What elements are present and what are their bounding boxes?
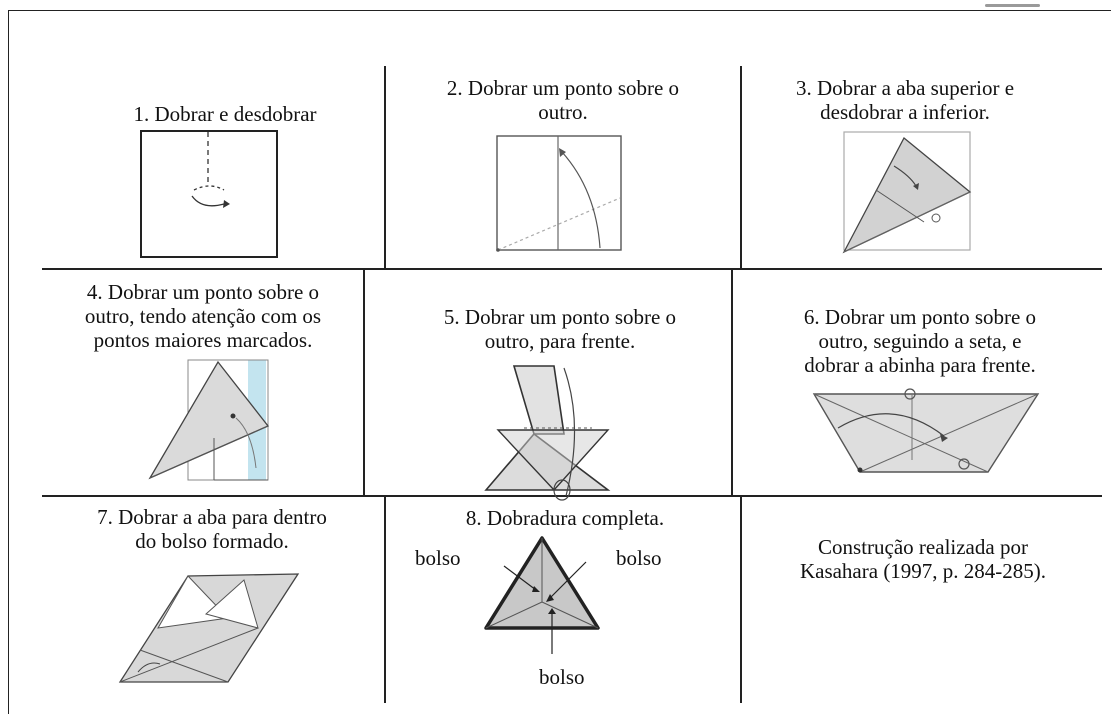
pocket-label-bottom: bolso [539, 665, 585, 689]
step-3-caption-line-1: 3. Dobrar a aba superior e [795, 76, 1015, 100]
step-8-figure [484, 536, 600, 654]
diagram-frame [8, 10, 1111, 714]
step-3-caption-line-2: desdobrar a inferior. [820, 100, 990, 124]
step-5-caption-line-2: outro, para frente. [484, 329, 636, 353]
pocket-label-left: bolso [415, 546, 461, 570]
step-3-figure [842, 131, 972, 254]
step-4-figure [148, 359, 270, 481]
step-1-caption: 1. Dobrar e desdobrar [80, 102, 370, 126]
grid-hline-2 [42, 495, 1102, 497]
step-8-caption-line-1: 8. Dobradura completa. [465, 506, 665, 530]
step-5-figure [484, 365, 611, 501]
grid-vline-3 [363, 270, 365, 496]
step-6-figure [812, 388, 1040, 473]
grid-vline-5 [384, 496, 386, 703]
step-3-caption: 3. Dobrar a aba superior e desdobrar a i… [755, 76, 1055, 124]
step-6-caption-line-2: outro, seguindo a seta, e [818, 329, 1022, 353]
step-2-caption-line-1: 2. Dobrar um ponto sobre o [446, 76, 680, 100]
step-7-caption-line-1: 7. Dobrar a aba para dentro [97, 505, 327, 529]
step-6-caption-line-3: dobrar a abinha para frente. [804, 353, 1036, 377]
step-8-caption: 8. Dobradura completa. [405, 506, 725, 530]
step-4-caption-line-3: pontos maiores marcados. [93, 328, 313, 352]
credit-caption: Construção realizada por Kasahara (1997,… [742, 535, 1104, 583]
grid-vline-1 [384, 66, 386, 270]
step-2-caption: 2. Dobrar um ponto sobre o outro. [408, 76, 718, 124]
step-2-figure [496, 135, 622, 252]
step-4-caption-line-2: outro, tendo atenção com os [84, 304, 322, 328]
step-2-caption-line-2: outro. [538, 100, 588, 124]
step-1-caption-line-1: 1. Dobrar e desdobrar [133, 102, 317, 126]
step-6-caption-line-1: 6. Dobrar um ponto sobre o [803, 305, 1037, 329]
step-4-caption-line-1: 4. Dobrar um ponto sobre o [86, 280, 320, 304]
credit-line-2: Kasahara (1997, p. 284-285). [799, 559, 1047, 583]
step-1-figure [140, 130, 278, 258]
step-7-figure [118, 573, 300, 683]
step-7-caption: 7. Dobrar a aba para dentro do bolso for… [42, 505, 382, 553]
step-5-caption: 5. Dobrar um ponto sobre o outro, para f… [400, 305, 720, 353]
grid-vline-6 [740, 496, 742, 703]
grid-hline-1 [42, 268, 1102, 270]
grid-vline-4 [731, 270, 733, 496]
scan-mark [985, 4, 1040, 7]
pocket-label-right: bolso [616, 546, 662, 570]
step-4-caption: 4. Dobrar um ponto sobre o outro, tendo … [42, 280, 364, 352]
step-5-caption-line-1: 5. Dobrar um ponto sobre o [443, 305, 677, 329]
step-6-caption: 6. Dobrar um ponto sobre o outro, seguin… [745, 305, 1095, 377]
credit-line-1: Construção realizada por [818, 535, 1028, 559]
step-7-caption-line-2: do bolso formado. [135, 529, 289, 553]
grid-vline-2 [740, 66, 742, 270]
